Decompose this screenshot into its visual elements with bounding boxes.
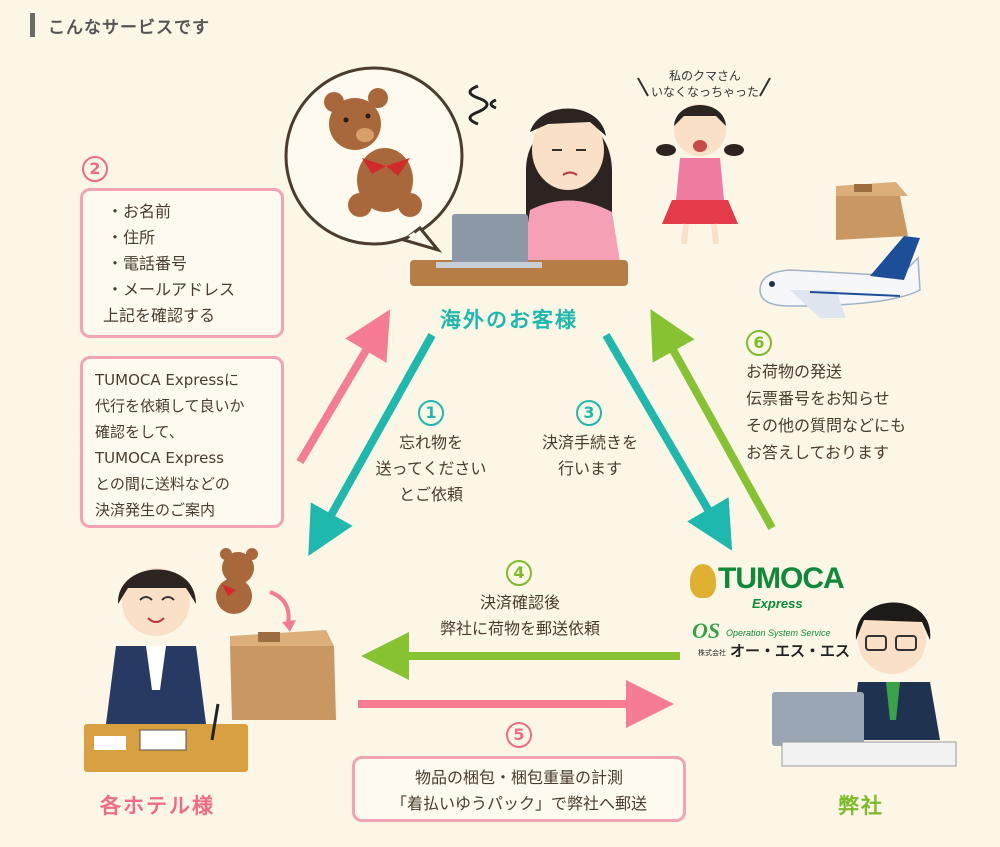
step-5-line-2: 「着払いゆうパック」で弊社へ郵送 — [390, 794, 647, 813]
airplane-illustration — [759, 236, 921, 318]
node-hotel-label: 各ホテル様 — [100, 794, 215, 818]
step-4-line-1: 決済確認後 — [479, 593, 560, 612]
step-2-detail-line-2: 代行を依頼して良いか — [95, 397, 245, 415]
package-box-hotel — [230, 630, 336, 720]
step-1-line-2: 送ってください — [375, 459, 487, 478]
step-5-line-1: 物品の梱包・梱包重量の計測 — [414, 768, 623, 787]
step-6-line-1: お荷物の発送 — [746, 362, 843, 381]
step-1-number: 1 — [418, 400, 444, 426]
company-staff-illustration — [772, 602, 957, 767]
oss-mark-icon: OS — [692, 618, 721, 643]
child-speech: 私のクマさん いなくなっちゃった — [640, 68, 770, 100]
step-2-detail-line-1: TUMOCA Expressに — [95, 371, 239, 389]
teddy-bear-thought-bubble — [284, 66, 464, 253]
step-5-number: 5 — [506, 722, 532, 748]
step-2-line-5: 上記を確認する — [103, 306, 216, 325]
step-2-detail-line-5: との間に送料などの — [95, 475, 230, 493]
step-6-number: 6 — [746, 330, 772, 356]
hotel-staff-illustration — [84, 548, 296, 772]
arrow-company-to-customer — [650, 309, 776, 530]
logo-company-prefix: 株式会社 — [698, 649, 726, 657]
header-accent-bar — [30, 13, 35, 37]
step-2-line-4: ・メールアドレス — [107, 280, 236, 299]
page-title: こんなサービスです — [48, 18, 210, 38]
logo-tumoca: TUMOCA — [718, 562, 845, 595]
step-2-detail-line-6: 決済発生のご案内 — [95, 501, 216, 519]
step-5-box: 物品の梱包・梱包重量の計測 「着払いゆうパック」で弊社へ郵送 — [352, 756, 686, 822]
step-2-detail-box: TUMOCA Expressに 代行を依頼して良いか 確認をして、 TUMOCA… — [80, 356, 284, 528]
step-2-line-2: ・住所 — [107, 228, 156, 247]
step-1-text: 忘れ物を 送ってください とご依頼 — [356, 430, 506, 508]
crying-child-illustration — [637, 77, 771, 245]
logo-os-service: Operation System Service — [726, 628, 831, 638]
step-1-line-1: 忘れ物を — [398, 433, 463, 452]
step-3-number: 3 — [576, 400, 602, 426]
step-2-detail-line-3: 確認をして、 — [95, 423, 184, 441]
child-speech-line-2: いなくなっちゃった — [650, 85, 759, 99]
step-2-box: ・お名前 ・住所 ・電話番号 ・メールアドレス 上記を確認する — [80, 188, 284, 338]
step-2-line-1: ・お名前 — [107, 202, 172, 221]
logo-express: Express — [752, 596, 803, 611]
arrow-customer-to-company — [602, 332, 733, 551]
company-logo: TUMOCA Express OS Operation System Servi… — [690, 560, 850, 660]
step-1-line-3: とご依頼 — [398, 485, 463, 504]
mascot-icon — [690, 564, 716, 598]
step-2-number: 2 — [82, 156, 108, 182]
step-6-line-3: その他の質問などにも — [746, 416, 907, 435]
step-2-detail-line-4: TUMOCA Express — [95, 449, 224, 467]
step-3-line-1: 決済手続きを — [541, 433, 638, 452]
step-4-number: 4 — [506, 560, 532, 586]
step-4-line-2: 弊社に荷物を郵送依頼 — [439, 619, 600, 638]
child-speech-line-1: 私のクマさん — [668, 69, 741, 83]
step-6-text: お荷物の発送 伝票番号をお知らせ その他の質問などにも お答えしております — [746, 358, 956, 466]
node-company-label: 弊社 — [838, 794, 884, 818]
step-2-line-3: ・電話番号 — [107, 254, 188, 273]
customer-illustration — [410, 84, 628, 286]
node-customer-label: 海外のお客様 — [440, 308, 578, 332]
package-box-top — [836, 182, 908, 240]
arrow-customer-to-hotel — [308, 333, 436, 556]
step-3-text: 決済手続きを 行います — [520, 430, 660, 482]
step-6-line-2: 伝票番号をお知らせ — [746, 389, 890, 408]
step-3-line-2: 行います — [557, 459, 622, 478]
step-6-line-4: お答えしております — [746, 443, 890, 462]
step-4-text: 決済確認後 弊社に荷物を郵送依頼 — [400, 590, 640, 642]
arrow-hotel-to-customer — [296, 309, 391, 465]
logo-company-name: オー・エス・エス — [730, 642, 851, 660]
